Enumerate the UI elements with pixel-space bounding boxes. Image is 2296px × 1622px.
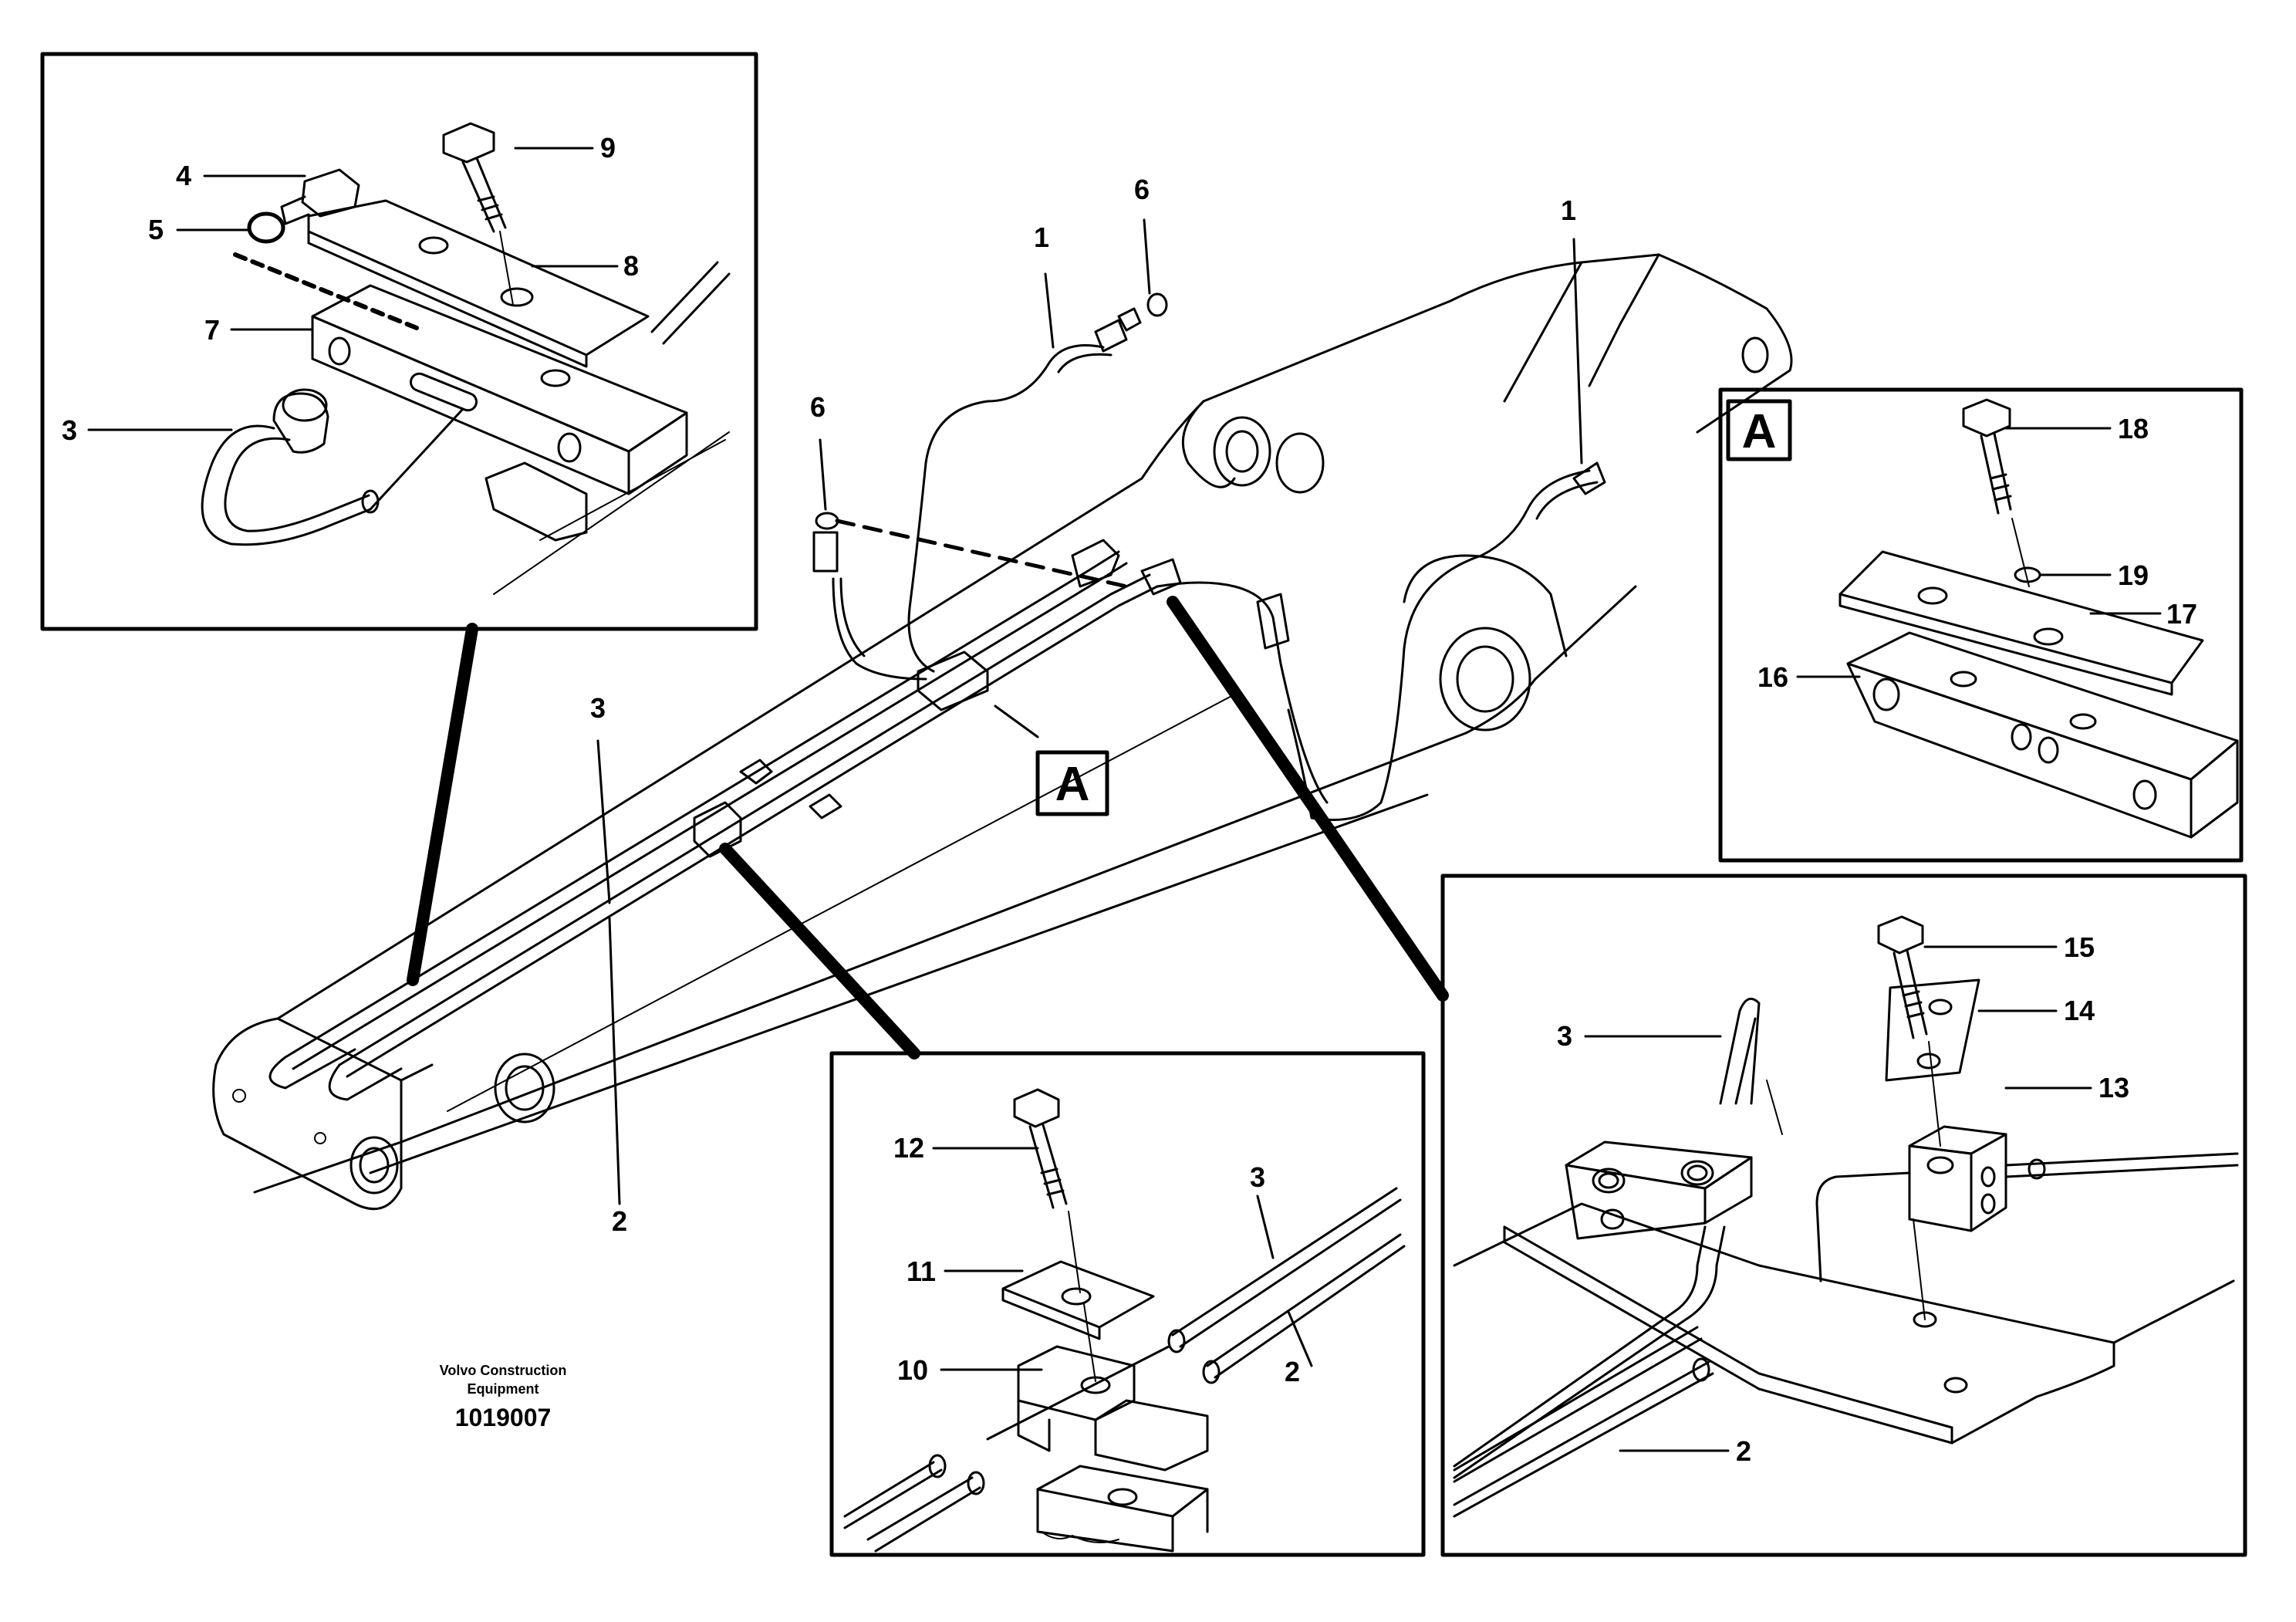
inset-top-left (40, 52, 758, 631)
inset-bc-callout-10: 10 (897, 1354, 928, 1386)
inset-tr-callout-18: 18 (2118, 413, 2149, 444)
inset-tl-callout-9: 9 (600, 132, 616, 164)
callout-6-oring-front: 6 (810, 391, 826, 423)
main-leader-lines (407, 218, 1583, 1205)
inset-tl-callout-7: 7 (204, 314, 220, 346)
inset-tl-callout-4: 4 (176, 160, 191, 191)
caption-line-1: Volvo Construction (440, 1363, 567, 1378)
inset-bc-callout-2: 2 (1285, 1356, 1300, 1387)
callout-1-hose: 1 (1034, 221, 1049, 253)
inset-bottom-center (829, 1051, 1426, 1557)
inset-tl-callout-3: 3 (62, 414, 77, 446)
inset-bc-callout-12: 12 (893, 1132, 924, 1164)
inset-br-callout-15: 15 (2064, 931, 2095, 963)
inset-bottom-right (1440, 874, 2247, 1557)
detail-a-marker: A (1055, 758, 1090, 811)
inset-br-callout-3: 3 (1557, 1020, 1572, 1052)
caption-line-2: Equipment (468, 1381, 539, 1397)
inset-top-right (1718, 387, 2244, 863)
callout-6-oring: 6 (1134, 174, 1150, 205)
inset-bc-callout-3: 3 (1250, 1161, 1265, 1193)
boom-assembly: A (212, 253, 1793, 1211)
inset-tr-callout-19: 19 (2118, 559, 2149, 591)
inset-br-callout-14: 14 (2064, 995, 2095, 1026)
callout-2-tube: 2 (612, 1205, 627, 1237)
inset-bc-callout-11: 11 (907, 1255, 936, 1287)
inset-tl-callout-8: 8 (623, 250, 639, 282)
inset-br-callout-13: 13 (2098, 1072, 2129, 1103)
callout-1-hose-rear: 1 (1561, 194, 1576, 226)
inset-tr-callout-16: 16 (1757, 661, 1788, 693)
callout-3-tube: 3 (590, 692, 606, 724)
inset-tr-callout-17: 17 (2166, 598, 2197, 630)
inset-br-callout-2: 2 (1736, 1435, 1751, 1467)
inset-tl-callout-5: 5 (148, 214, 164, 245)
detail-a-title: A (1742, 405, 1777, 458)
drawing-number: 1019007 (455, 1404, 552, 1431)
